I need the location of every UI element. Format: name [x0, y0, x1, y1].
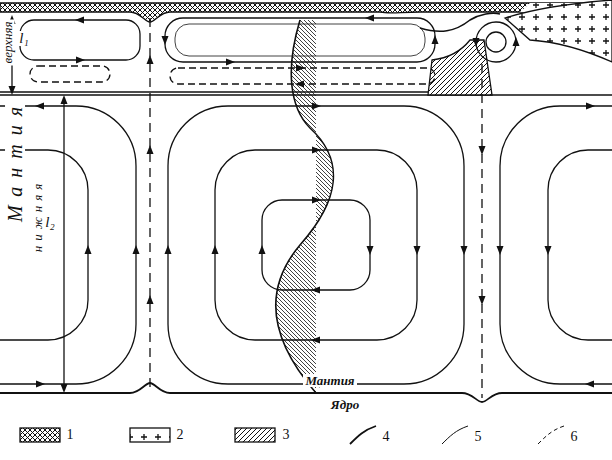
legend-number: 6 — [571, 430, 578, 444]
flow-arrowhead — [479, 296, 486, 305]
flow-arrowhead — [312, 147, 321, 154]
legend-sample — [442, 426, 468, 444]
flow-arrowhead — [296, 65, 305, 72]
layer-name: Мантия — [5, 96, 25, 224]
flow-arrowhead — [147, 55, 154, 64]
flow-arrowhead — [311, 287, 320, 294]
legend-number: 1 — [67, 428, 74, 442]
flow-arrowhead — [35, 103, 44, 110]
legend-number: 5 — [475, 430, 482, 444]
flow-arrowhead — [312, 103, 321, 110]
boundary-label: Ядро — [329, 398, 361, 411]
legend-sample — [538, 426, 564, 444]
dimension-label: l₂ — [43, 215, 56, 230]
flow-arrowhead — [365, 15, 374, 22]
flow-arrowhead — [513, 37, 520, 46]
legend-number: 3 — [283, 428, 290, 442]
flow-arrowhead — [461, 246, 468, 255]
flow-arrowhead — [432, 35, 439, 44]
flow-arrowhead — [9, 86, 16, 95]
flow-arrowhead — [312, 197, 321, 204]
flow-arrowhead — [545, 246, 552, 255]
flow-arrowhead — [414, 246, 421, 255]
legend-sample — [130, 428, 170, 442]
flow-arrowhead — [147, 145, 154, 154]
flow-arrowhead — [497, 246, 504, 255]
flow-arrowhead — [212, 245, 219, 254]
flow-arrowhead — [585, 381, 594, 388]
flow-arrowhead — [165, 245, 172, 254]
flow-arrowhead — [133, 245, 140, 254]
flow-arrowhead — [36, 381, 45, 388]
legend-sample — [235, 428, 275, 442]
flow-arrowhead — [75, 17, 84, 24]
flow-arrowhead — [226, 59, 235, 66]
legend-sample — [350, 426, 376, 444]
flow-arrowhead — [295, 81, 304, 88]
flow-arrowhead — [586, 103, 595, 110]
flow-arrowhead — [479, 146, 486, 155]
legend-sample — [20, 428, 60, 442]
flow-arrowhead — [76, 57, 85, 64]
flow-arrowhead — [367, 246, 374, 255]
legend-number: 4 — [383, 430, 390, 444]
flow-arrowhead — [61, 384, 68, 393]
cell-name: верхняя — [2, 19, 15, 65]
legend-number: 2 — [177, 428, 184, 442]
flow-arrowhead — [162, 36, 169, 45]
flow-arrowhead — [85, 245, 92, 254]
flow-arrowhead — [147, 295, 154, 304]
boundary-label: Мантия — [303, 374, 356, 387]
dimension-label: l₁ — [17, 31, 30, 46]
flow-arrowhead — [473, 38, 480, 47]
flow-arrowhead — [259, 245, 266, 254]
flow-arrowhead — [311, 337, 320, 344]
flow-arrowhead — [61, 95, 68, 104]
